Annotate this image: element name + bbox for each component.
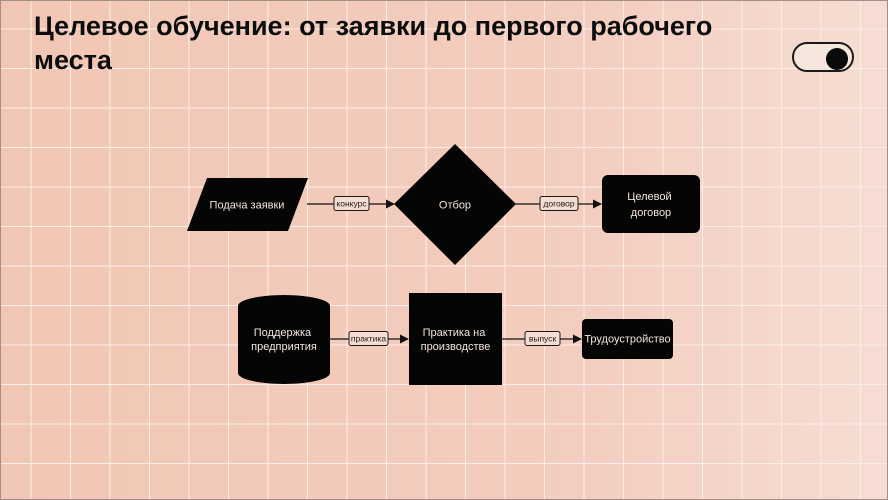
edge-agreement: договор <box>515 196 602 211</box>
toggle-knob <box>826 48 848 70</box>
node-practice[interactable]: Практика на производстве <box>409 293 502 385</box>
node-label-support-line-1: Поддержка <box>254 327 312 339</box>
node-contract[interactable]: Целевой договор <box>602 175 700 233</box>
edge-graduation: выпуск <box>501 331 582 346</box>
slide-title: Целевое обучение: от заявки до первого р… <box>34 11 713 75</box>
edge-internship: практика <box>329 331 409 346</box>
node-label-application: Подача заявки <box>210 200 285 212</box>
edge-label-graduation: выпуск <box>529 334 557 344</box>
edge-label-internship: практика <box>351 334 386 344</box>
edge-label-competition: конкурс <box>336 199 367 209</box>
node-label-contract: Целевой договор <box>627 191 674 219</box>
node-label-selection: Отбор <box>439 200 471 212</box>
node-label-practice: Практика на производстве <box>421 327 491 353</box>
node-label-support: Поддержка предприятия <box>251 327 317 353</box>
toggle-switch[interactable] <box>792 42 854 72</box>
node-label-practice-line-2: производстве <box>421 341 491 353</box>
node-employment[interactable]: Трудоустройство <box>582 319 673 359</box>
edge-label-agreement: договор <box>543 199 574 209</box>
node-support[interactable]: Поддержка предприятия <box>238 295 330 384</box>
node-label-contract-line-1: Целевой <box>627 191 671 203</box>
node-label-contract-line-2: договор <box>631 207 671 219</box>
node-label-practice-line-1: Практика на <box>423 327 487 339</box>
node-label-support-line-2: предприятия <box>251 341 317 353</box>
edge-competition: конкурс <box>307 196 395 211</box>
node-selection[interactable]: Отбор <box>394 144 516 265</box>
node-label-employment: Трудоустройство <box>584 334 670 346</box>
node-application[interactable]: Подача заявки <box>187 178 308 231</box>
